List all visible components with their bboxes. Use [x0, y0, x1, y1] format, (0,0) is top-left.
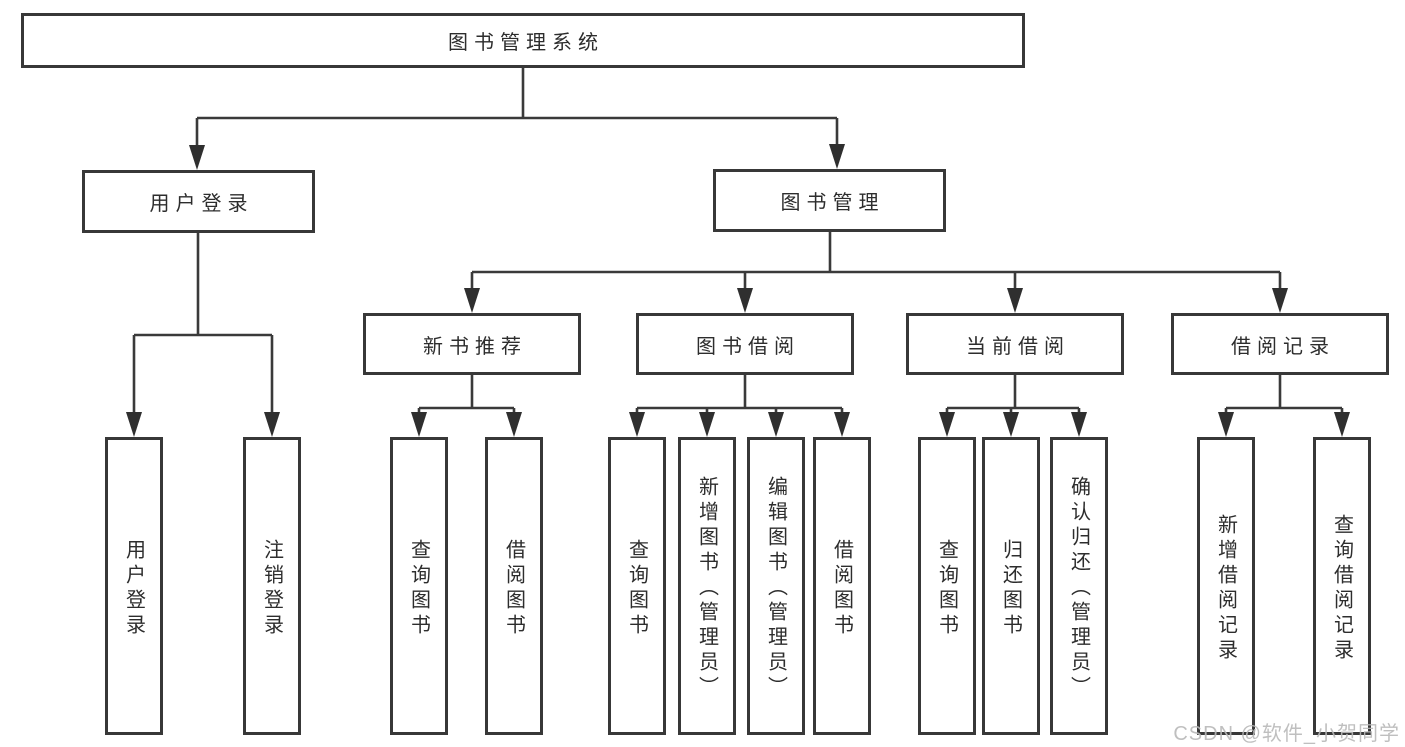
node-user-login: 用户登录 — [82, 170, 315, 233]
connector-book-mgmt — [464, 232, 1288, 313]
node-confirm-return-admin: 确认归还（管理员） — [1050, 437, 1108, 735]
arrow-down-icon — [829, 144, 845, 169]
node-query-books-borrow: 查询图书 — [608, 437, 666, 735]
node-query-books-rec: 查询图书 — [390, 437, 448, 735]
arrow-down-icon — [939, 412, 955, 437]
csdn-watermark: CSDN @软件_小贺同学 — [1173, 723, 1400, 745]
arrow-down-icon — [264, 412, 280, 437]
node-add-book-admin: 新增图书（管理员） — [678, 437, 736, 735]
connector-borrow-records — [1218, 375, 1350, 437]
node-borrow-records: 借阅记录 — [1171, 313, 1389, 375]
node-current-borrow: 当前借阅 — [906, 313, 1124, 375]
arrow-down-icon — [1334, 412, 1350, 437]
node-query-books-current: 查询图书 — [918, 437, 976, 735]
arrow-down-icon — [629, 412, 645, 437]
arrow-down-icon — [768, 412, 784, 437]
arrow-down-icon — [1007, 288, 1023, 313]
node-query-borrow-record: 查询借阅记录 — [1313, 437, 1371, 735]
node-login: 用户登录 — [105, 437, 163, 735]
connector-user-login — [126, 233, 280, 437]
node-book-mgmt: 图书管理 — [713, 169, 946, 232]
arrow-down-icon — [189, 145, 205, 170]
arrow-down-icon — [411, 412, 427, 437]
node-book-borrow: 图书借阅 — [636, 313, 854, 375]
node-add-borrow-record: 新增借阅记录 — [1197, 437, 1255, 735]
arrow-down-icon — [1071, 412, 1087, 437]
node-root: 图书管理系统 — [21, 13, 1025, 68]
node-borrow-books: 借阅图书 — [813, 437, 871, 735]
connector-new-book-rec — [411, 375, 522, 437]
node-borrow-books-rec: 借阅图书 — [485, 437, 543, 735]
arrow-down-icon — [464, 288, 480, 313]
arrow-down-icon — [699, 412, 715, 437]
node-logout: 注销登录 — [243, 437, 301, 735]
node-return-book: 归还图书 — [982, 437, 1040, 735]
node-edit-book-admin: 编辑图书（管理员） — [747, 437, 805, 735]
arrow-down-icon — [1218, 412, 1234, 437]
connector-book-borrow — [629, 375, 850, 437]
arrow-down-icon — [506, 412, 522, 437]
connector-current-borrow — [939, 375, 1087, 437]
arrow-down-icon — [1272, 288, 1288, 313]
arrow-down-icon — [834, 412, 850, 437]
arrow-down-icon — [126, 412, 142, 437]
arrow-down-icon — [1003, 412, 1019, 437]
node-new-book-rec: 新书推荐 — [363, 313, 581, 375]
connector-root — [189, 68, 845, 170]
arrow-down-icon — [737, 288, 753, 313]
